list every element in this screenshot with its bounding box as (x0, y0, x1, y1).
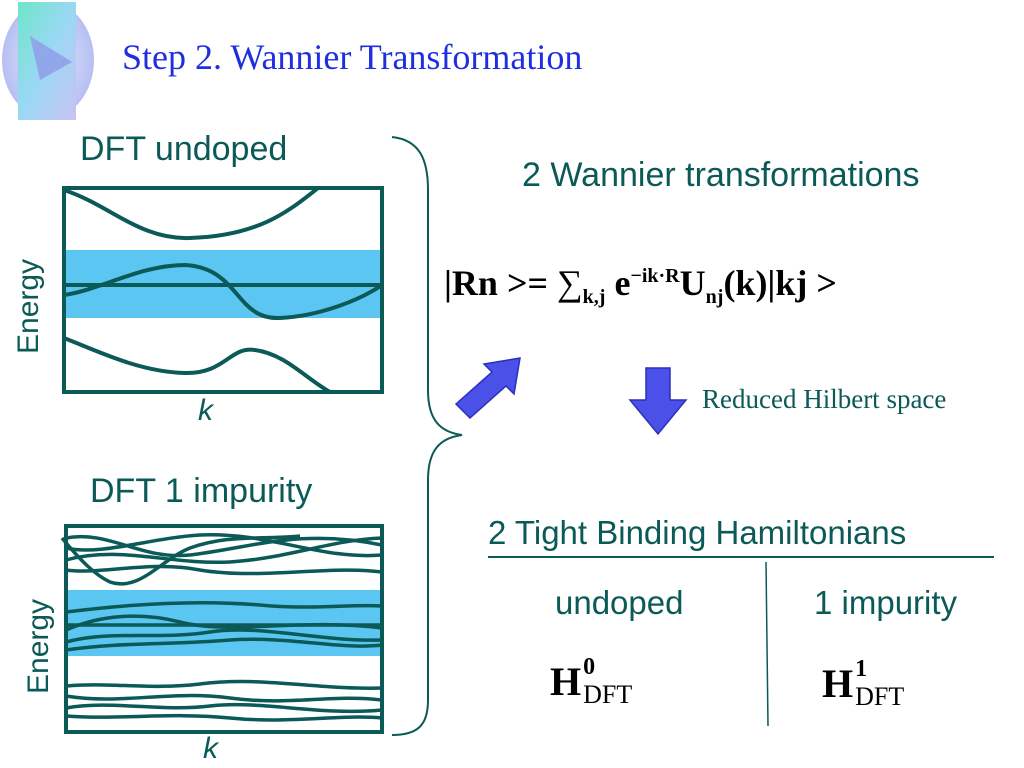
hamiltonian-impurity: H 1 DFT (822, 656, 933, 711)
band-line (65, 614, 383, 632)
band-line (65, 628, 383, 644)
band-panel-undoped (62, 186, 384, 394)
slide-logo-icon (2, 2, 94, 120)
wannier-formula: |Rn >= ∑k,j e−ik·RUnj(k)|kj > (444, 262, 837, 309)
formula-u-sub: nj (705, 286, 724, 309)
band-line (65, 637, 383, 652)
hamiltonian-undoped: H 0 DFT (550, 654, 661, 709)
band-line (65, 536, 383, 565)
panel-frame (64, 524, 384, 734)
formula-exp-base: e (614, 263, 631, 303)
column-divider (765, 561, 769, 727)
h1-base: H (822, 661, 854, 706)
column-impurity-label: 1 impurity (814, 584, 958, 621)
column-undoped-label: undoped (555, 584, 684, 621)
formula-u: U (679, 263, 706, 303)
h0-sub: DFT (583, 680, 633, 709)
band-line (63, 336, 331, 394)
band-line (60, 534, 301, 586)
panel-bottom-ylabel: Energy (22, 598, 55, 694)
wannier-heading: 2 Wannier transformations (522, 156, 920, 194)
formula-bra: |Rn >= (444, 263, 557, 303)
band-line (63, 262, 384, 321)
h0-base: H (550, 659, 582, 704)
band-line (65, 564, 383, 576)
band-line (65, 601, 383, 614)
band-line (65, 693, 383, 703)
slide-title: Step 2. Wannier Transformation (122, 37, 583, 77)
band-line (65, 533, 383, 558)
h0-sup: 0 (583, 654, 596, 680)
formula-sum: ∑ (556, 263, 583, 303)
formula-exp-sup: −ik·R (630, 265, 680, 287)
formula-sum-sub: k,j (582, 286, 606, 309)
band-line (65, 702, 383, 714)
panel-bottom-xlabel: k (203, 732, 218, 765)
arrow-up-right-icon (454, 357, 521, 420)
tight-binding-heading: 2 Tight Binding Hamiltonians (488, 514, 907, 551)
h1-sub: DFT (855, 682, 905, 711)
reduced-hilbert-label: Reduced Hilbert space (702, 384, 947, 414)
panel-frame (62, 186, 384, 394)
arrow-down-icon (628, 367, 688, 436)
formula-tail: (k)|kj > (723, 263, 837, 303)
panel-top-ylabel: Energy (12, 258, 45, 354)
panel-bottom-label: DFT 1 impurity (90, 472, 313, 510)
band-line (65, 679, 383, 690)
band-line (65, 534, 383, 558)
brace-icon (391, 136, 463, 736)
panel-top-label: DFT undoped (80, 130, 288, 168)
band-line (65, 713, 383, 722)
h1-sup: 1 (855, 656, 868, 682)
panel-top-xlabel: k (198, 394, 213, 427)
band-panel-impurity (60, 524, 384, 734)
band-line (63, 186, 320, 241)
